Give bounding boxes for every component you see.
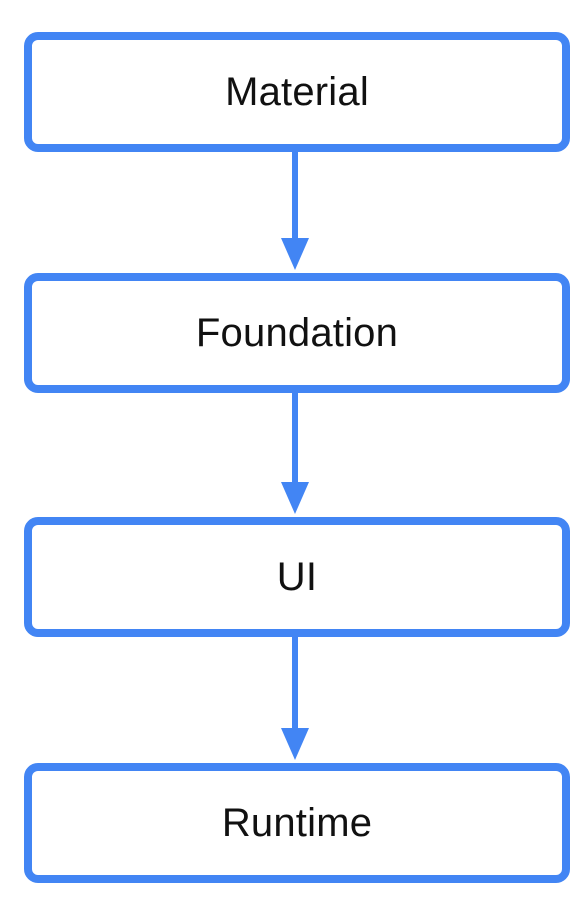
- layer-label-foundation: Foundation: [195, 310, 399, 355]
- layer-label-runtime: Runtime: [221, 800, 373, 845]
- arrow-material-to-foundation: [280, 152, 310, 273]
- layer-label-material: Material: [225, 69, 369, 114]
- layer-label-ui: UI: [276, 554, 318, 599]
- layer-box-foundation: Foundation: [24, 273, 570, 393]
- arrow-ui-to-runtime: [280, 637, 310, 763]
- layer-box-runtime: Runtime: [24, 763, 570, 883]
- arrow-foundation-to-ui: [280, 393, 310, 517]
- layer-box-ui: UI: [24, 517, 570, 637]
- layer-box-material: Material: [24, 32, 570, 152]
